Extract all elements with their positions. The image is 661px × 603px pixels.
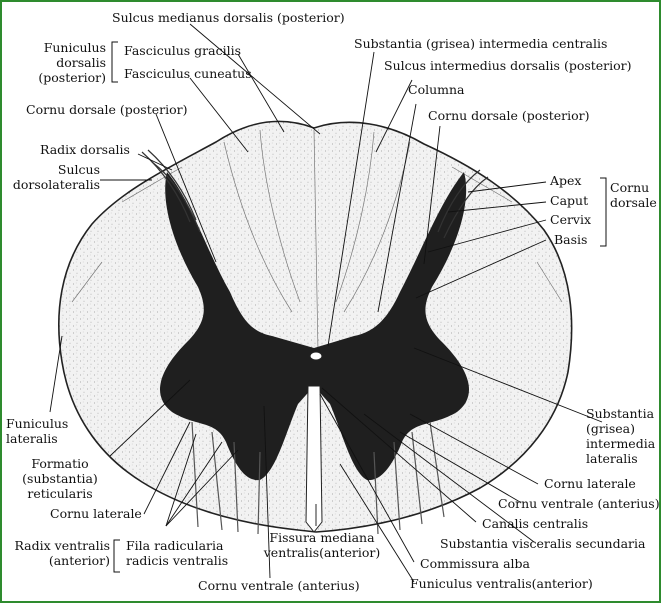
label-cornu-laterale-left: Cornu laterale	[50, 506, 142, 521]
label-line: Funiculus	[6, 416, 69, 431]
label-cornu-laterale-right: Cornu laterale	[544, 476, 636, 491]
central-canal	[309, 351, 323, 361]
label-commissura-alba: Commissura alba	[420, 556, 530, 571]
label-line: (posterior)	[38, 70, 106, 85]
label-caput: Caput	[550, 193, 589, 208]
label-line: ventralis(anterior)	[263, 545, 381, 560]
label-apex: Apex	[550, 173, 582, 188]
label-cornu-dorsale-right: Cornu dorsale (posterior)	[428, 108, 590, 123]
label-line: Cornu	[610, 180, 650, 195]
label-funiculus-dorsalis: Funiculus dorsalis (posterior)	[34, 40, 106, 85]
label-line: lateralis	[586, 451, 638, 466]
label-cervix: Cervix	[550, 212, 592, 227]
leader-lines	[49, 23, 603, 583]
label-fasciculus-cuneatus: Fasciculus cuneatus	[124, 66, 252, 81]
label-line: radicis ventralis	[126, 553, 229, 568]
label-line: (anterior)	[48, 553, 110, 568]
label-line: Sulcus	[57, 162, 100, 177]
label-fasciculus-gracilis: Fasciculus gracilis	[124, 43, 242, 58]
label-canalis-centralis: Canalis centralis	[482, 516, 589, 531]
label-formatio-reticularis: Formatio (substantia) reticularis	[12, 456, 108, 501]
label-radix-ventralis: Radix ventralis (anterior)	[2, 538, 110, 568]
label-funiculus-lateralis: Funiculus lateralis	[6, 416, 68, 446]
dorsal-roots	[141, 149, 489, 239]
ventral-fissure	[305, 385, 323, 533]
label-line: Formatio	[31, 456, 89, 471]
grey-matter	[160, 172, 469, 481]
label-columna: Columna	[408, 82, 465, 97]
label-cornu-dorsale-left: Cornu dorsale (posterior)	[26, 102, 188, 117]
label-cornu-ventrale-right: Cornu ventrale (anterius)	[498, 496, 660, 511]
label-funiculus-ventralis: Funiculus ventralis(anterior)	[410, 576, 593, 591]
label-sulcus-intermedius: Sulcus intermedius dorsalis (posterior)	[384, 58, 632, 73]
label-line: dorsalis	[56, 55, 106, 70]
label-subst-intermedia-lateralis: Substantia (grisea) intermedia lateralis	[586, 406, 655, 466]
label-line: (grisea)	[586, 421, 635, 436]
dorsal-column-lines	[71, 129, 563, 353]
label-basis: Basis	[554, 232, 588, 247]
label-cornu-dorsale-group: Cornu dorsale	[610, 180, 657, 210]
label-line: reticularis	[27, 486, 93, 501]
label-line: (substantia)	[22, 471, 98, 486]
label-line: Fissura mediana	[269, 530, 375, 545]
brackets	[111, 41, 607, 573]
label-line: dorsolateralis	[12, 177, 100, 192]
label-line: Fila radicularia	[126, 538, 224, 553]
label-line: lateralis	[6, 431, 58, 446]
label-subst-visceralis: Substantia visceralis secundaria	[440, 536, 646, 551]
label-line: dorsale	[610, 195, 657, 210]
label-sulcus-medianus: Sulcus medianus dorsalis (posterior)	[112, 10, 345, 25]
label-cornu-ventrale-bottom: Cornu ventrale (anterius)	[198, 578, 360, 593]
label-line: Substantia	[586, 406, 655, 421]
label-sulcus-dorsolateralis: Sulcus dorsolateralis	[10, 162, 100, 192]
label-line: Radix ventralis	[14, 538, 110, 553]
label-fila-radicularia: Fila radicularia radicis ventralis	[126, 538, 228, 568]
label-fissura-mediana: Fissura mediana ventralis(anterior)	[260, 530, 384, 560]
label-line: Funiculus	[43, 40, 106, 55]
label-line: intermedia	[586, 436, 656, 451]
label-radix-dorsalis: Radix dorsalis	[40, 142, 130, 157]
label-subst-intermedia-centralis: Substantia (grisea) intermedia centralis	[354, 36, 608, 51]
